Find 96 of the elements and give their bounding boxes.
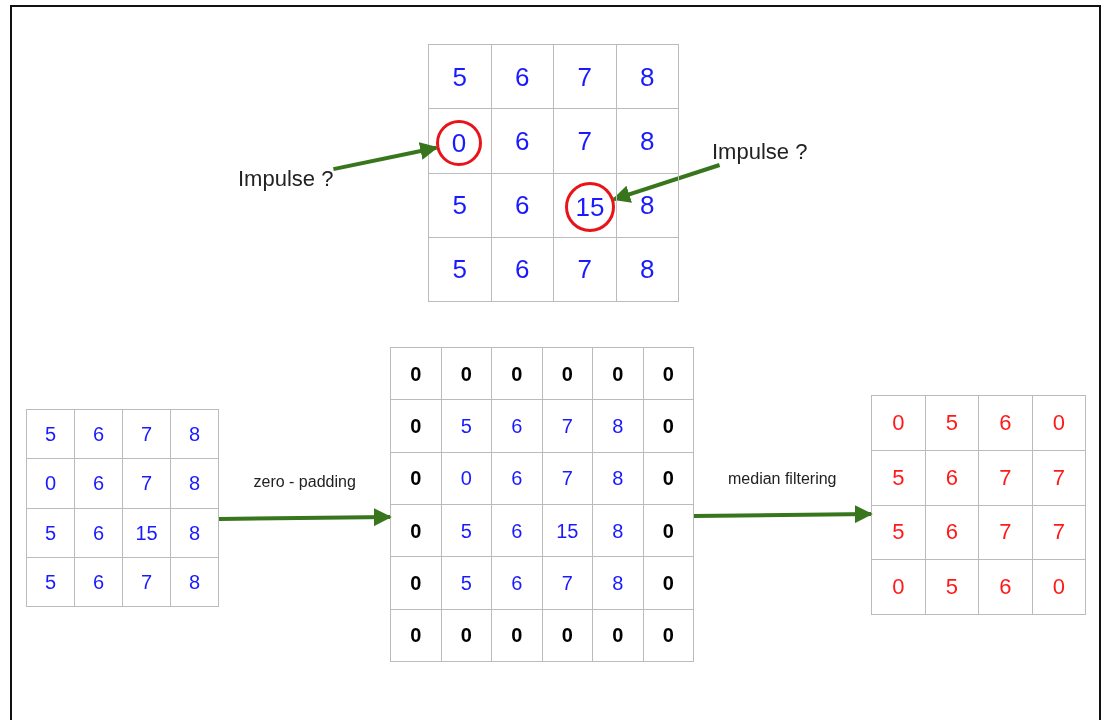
grid-value: 0: [612, 625, 624, 646]
grid-value: 6: [92, 473, 105, 494]
grid-value: 7: [577, 256, 592, 283]
grid-value: 0: [410, 573, 422, 593]
grid-value: 5: [892, 521, 905, 544]
grid-value: 0: [662, 520, 674, 541]
grid-value: 0: [612, 363, 624, 384]
annotation-text: Impulse ?: [238, 166, 334, 192]
grid-value: 7: [140, 571, 153, 592]
grid-value: 5: [945, 411, 958, 434]
number-grid: [26, 409, 219, 607]
grid-value: 5: [892, 466, 905, 489]
grid-value: 5: [452, 256, 467, 283]
grid-value: 0: [410, 625, 422, 646]
grid-value: 8: [612, 573, 624, 593]
grid-value: 7: [140, 424, 153, 445]
grid-value: 7: [577, 127, 592, 154]
grid-value: 7: [577, 63, 592, 90]
grid-value: 5: [460, 520, 472, 541]
grid-value: 0: [410, 468, 422, 489]
grid-value: 5: [945, 576, 958, 599]
grid-value: 15: [135, 522, 158, 543]
grid-value: 8: [188, 571, 201, 592]
grid-value: 0: [1052, 576, 1065, 599]
grid-value: 7: [561, 573, 573, 593]
grid-value: 8: [640, 256, 655, 283]
grid-value: 0: [511, 625, 523, 646]
grid-value: 0: [410, 520, 422, 541]
grid-value: 8: [640, 63, 655, 90]
circled-value: 0: [436, 120, 482, 166]
grid-value: 0: [511, 363, 523, 384]
grid-value: 0: [892, 576, 905, 599]
number-grid: [390, 347, 694, 662]
grid-value: 8: [188, 424, 201, 445]
grid-value: 6: [511, 520, 523, 541]
arrow: [218, 508, 392, 527]
grid-value: 6: [511, 468, 523, 489]
grid-value: 5: [452, 63, 467, 90]
grid-value: 0: [662, 416, 674, 436]
grid-value: 8: [188, 473, 201, 494]
grid-value: 5: [460, 416, 472, 436]
grid-value: 0: [44, 473, 57, 494]
grid-value: 5: [44, 522, 57, 543]
circled-value: 15: [565, 182, 615, 232]
number-grid: [428, 44, 679, 302]
arrow: [693, 505, 873, 524]
grid-value: 0: [561, 625, 573, 646]
grid-value: 15: [556, 520, 579, 541]
grid-value: 7: [140, 473, 153, 494]
grid-value: 6: [999, 576, 1012, 599]
grid-value: 6: [92, 522, 105, 543]
edge-label: zero - padding: [251, 473, 358, 491]
grid-value: 0: [460, 468, 472, 489]
grid-value: 0: [460, 625, 472, 646]
grid-value: 8: [612, 520, 624, 541]
grid-value: 0: [561, 363, 573, 384]
grid-value: 6: [515, 63, 530, 90]
grid-value: 6: [515, 192, 530, 219]
grid-value: 8: [612, 416, 624, 436]
grid-value: 0: [662, 468, 674, 489]
annotation-text: Impulse ?: [712, 139, 808, 165]
grid-value: 7: [1052, 466, 1065, 489]
grid-value: 6: [511, 416, 523, 436]
grid-value: 0: [410, 363, 422, 384]
number-grid: [871, 395, 1086, 615]
grid-value: 0: [410, 416, 422, 436]
arrow: [333, 142, 439, 172]
grid-value: 0: [1052, 411, 1065, 434]
grid-value: 7: [1052, 521, 1065, 544]
grid-value: 7: [561, 468, 573, 489]
grid-value: 6: [999, 411, 1012, 434]
grid-value: 6: [945, 521, 958, 544]
grid-value: 0: [460, 363, 472, 384]
grid-value: 6: [945, 466, 958, 489]
arrow: [612, 163, 721, 203]
grid-value: 5: [44, 424, 57, 445]
grid-value: 6: [515, 256, 530, 283]
grid-value: 5: [460, 573, 472, 593]
edge-label: median filtering: [726, 470, 839, 488]
grid-value: 0: [662, 363, 674, 384]
grid-value: 6: [92, 424, 105, 445]
grid-value: 5: [452, 192, 467, 219]
grid-value: 8: [612, 468, 624, 489]
grid-value: 0: [662, 625, 674, 646]
grid-value: 6: [511, 573, 523, 593]
grid-value: 8: [640, 192, 655, 219]
grid-value: 6: [92, 571, 105, 592]
grid-value: 7: [561, 416, 573, 436]
grid-value: 7: [999, 521, 1012, 544]
grid-value: 0: [892, 411, 905, 434]
grid-value: 0: [662, 573, 674, 593]
grid-value: 6: [515, 127, 530, 154]
grid-value: 5: [44, 571, 57, 592]
grid-value: 8: [640, 127, 655, 154]
grid-value: 8: [188, 522, 201, 543]
grid-value: 7: [999, 466, 1012, 489]
